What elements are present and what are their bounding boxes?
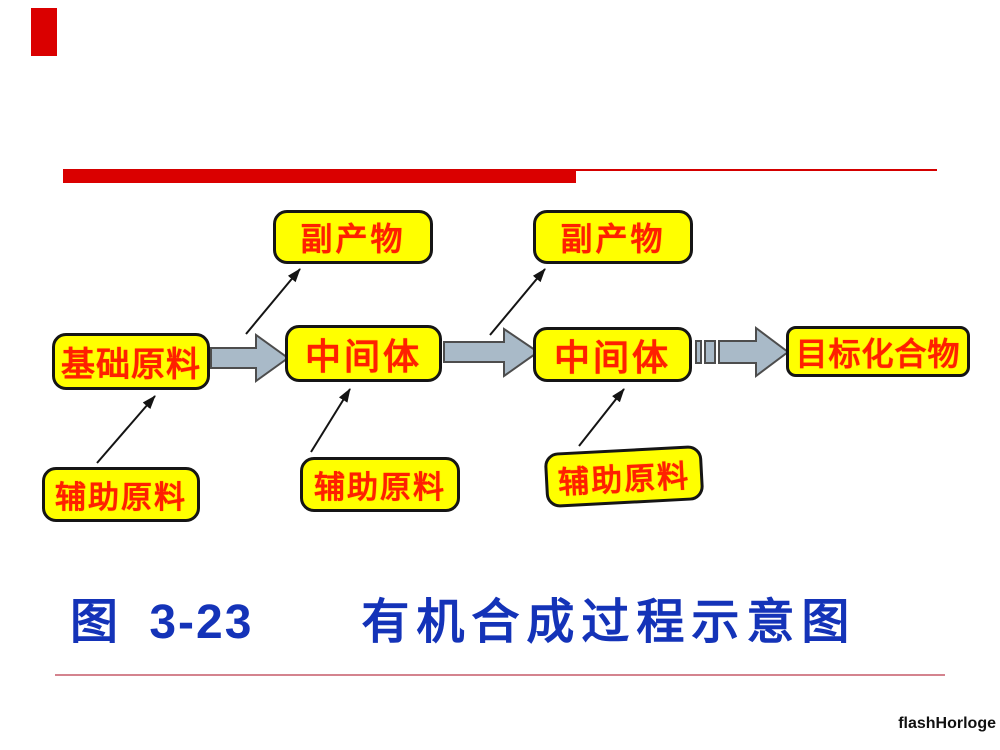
node-byproduct-2: 副产物 — [533, 210, 693, 264]
figure-number: 图 3-23 — [70, 596, 254, 649]
figure-title: 有机合成过程示意图 — [361, 596, 857, 649]
byproduct-arrow-1 — [245, 268, 301, 335]
striped-arrow-head — [718, 326, 790, 378]
aux-arrow-3 — [578, 388, 625, 447]
node-byproduct-1: 副产物 — [273, 210, 433, 264]
aux-arrow-2 — [310, 388, 351, 453]
block-arrow-step2 — [443, 327, 540, 378]
header-bar — [63, 170, 576, 183]
node-aux-material-2: 辅助原料 — [300, 457, 460, 512]
corner-accent-square — [31, 8, 57, 56]
node-aux-material-3: 辅助原料 — [543, 444, 705, 509]
aux-arrow-1 — [96, 395, 156, 464]
node-intermediate-2: 中间体 — [533, 327, 692, 382]
block-arrow-step1 — [210, 333, 290, 383]
striped-arrow-bar1 — [695, 340, 702, 364]
watermark-text: flashHorloge — [898, 715, 996, 732]
node-intermediate-1: 中间体 — [285, 325, 442, 382]
node-target-compound: 目标化合物 — [786, 326, 970, 377]
byproduct-arrow-2 — [489, 268, 546, 336]
figure-caption: 图 3-23 有机合成过程示意图 — [70, 582, 856, 652]
footer-rule — [55, 674, 945, 676]
striped-arrow-bar2 — [704, 340, 716, 364]
node-aux-material-1: 辅助原料 — [42, 467, 200, 522]
node-base-material: 基础原料 — [52, 333, 210, 390]
